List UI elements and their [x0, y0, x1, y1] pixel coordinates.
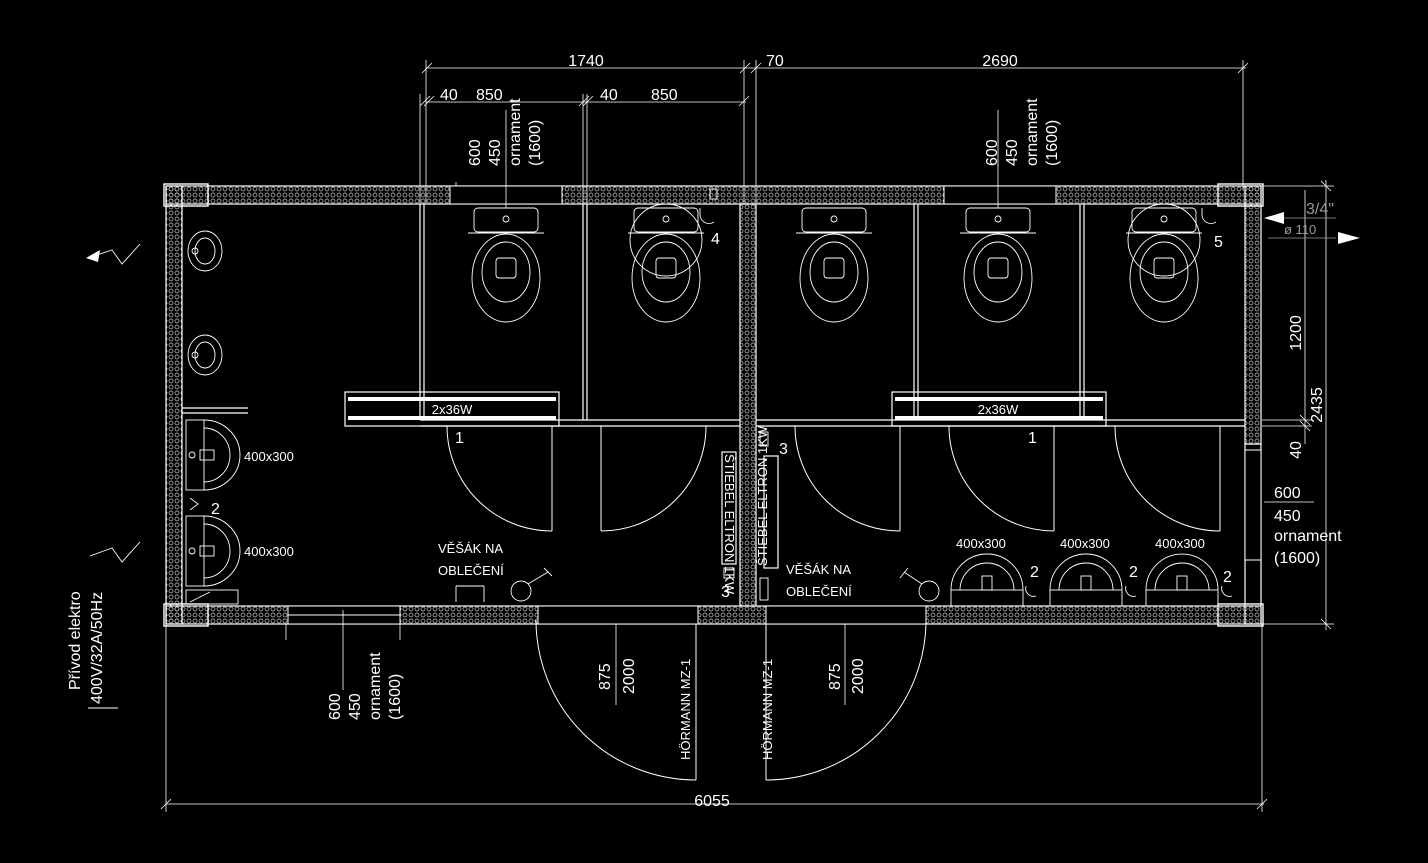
heater-label-2: ŠTIEBEL ELTRON 1KW	[755, 425, 770, 566]
door-label-1: 875 2000 HÖRMANN MZ-1	[597, 658, 693, 760]
dim-top-right-total: 2690	[982, 53, 1018, 70]
light-label-2: 2x36W	[978, 402, 1019, 417]
dim-cubicle-depth: 1200	[1288, 315, 1305, 351]
heater-tag-1: 3	[721, 584, 730, 601]
hanger-label-1b: OBLEČENÍ	[438, 563, 504, 578]
svg-text:875: 875	[597, 663, 614, 690]
sink-tag-bottom-1: 2	[1030, 564, 1039, 581]
water-drain-label: ø 110	[1284, 222, 1316, 237]
svg-text:600: 600	[327, 693, 344, 720]
sink-tag-left: 2	[211, 501, 220, 518]
cubicle-doors	[446, 425, 1221, 532]
hanger-label-2b: OBLEČENÍ	[786, 584, 852, 599]
svg-text:875: 875	[827, 663, 844, 690]
entrance-doors	[535, 619, 927, 781]
svg-text:(1600): (1600)	[387, 674, 404, 720]
svg-text:ornament: ornament	[1274, 528, 1342, 545]
hydrant-tag-4: 4	[711, 231, 720, 248]
hook-icon	[1201, 208, 1217, 224]
hanger-label-1a: VĚŠÁK NA	[438, 541, 503, 556]
window-label-4: 600 450 ornament (1600)	[1274, 485, 1342, 567]
toilet-1	[468, 207, 544, 323]
sink-bottom-2	[1049, 553, 1123, 607]
sink-size-bottom-2: 400x300	[1060, 536, 1110, 551]
toilet-5	[1126, 203, 1202, 323]
svg-text:450: 450	[347, 693, 364, 720]
sink-tag-bottom-2: 2	[1129, 564, 1138, 581]
hanger-1	[455, 567, 553, 602]
light-tag-2: 1	[1028, 430, 1037, 447]
svg-text:ornament: ornament	[1024, 98, 1041, 166]
dim-overall-width: 6055	[694, 793, 730, 810]
dim-wall-b: 40	[600, 87, 618, 104]
water-inlet-label: 3/4"	[1306, 201, 1334, 218]
water-connections	[1264, 212, 1360, 244]
svg-text:600: 600	[984, 139, 1001, 166]
svg-text:450: 450	[487, 139, 504, 166]
arrow-right-icon	[1338, 232, 1360, 244]
dim-overall-depth: 2435	[1309, 387, 1326, 423]
svg-text:2000: 2000	[621, 658, 638, 694]
heater-label-1: ŠTIEBEL ELTRON 1KW	[722, 454, 737, 595]
light-label-1: 2x36W	[432, 402, 473, 417]
window-label-1: 600 450 ornament (1600)	[467, 98, 544, 166]
toilet-2	[628, 203, 704, 323]
svg-text:HÖRMANN MZ-1: HÖRMANN MZ-1	[678, 659, 693, 760]
dim-partition: 40	[1288, 441, 1305, 459]
power-supply	[86, 243, 141, 709]
sink-size-left-1: 400x300	[244, 449, 294, 464]
hanger-label-2a: VĚŠÁK NA	[786, 562, 851, 577]
dim-wall-a: 40	[440, 87, 458, 104]
svg-text:HÖRMANN MZ-1: HÖRMANN MZ-1	[760, 659, 775, 760]
svg-text:ornament: ornament	[507, 98, 524, 166]
sink-size-left-2: 400x300	[244, 544, 294, 559]
svg-text:2000: 2000	[850, 658, 867, 694]
svg-text:600: 600	[1274, 485, 1301, 502]
svg-text:600: 600	[467, 139, 484, 166]
water-heater-1	[721, 451, 737, 565]
hydrant-tag-5: 5	[1214, 234, 1223, 251]
light-fixture-1	[344, 391, 560, 427]
svg-text:450: 450	[1274, 508, 1301, 525]
sink-size-bottom-3: 400x300	[1155, 536, 1205, 551]
svg-text:(1600): (1600)	[1274, 550, 1320, 567]
urinal-1	[187, 230, 223, 272]
sink-bottom-3	[1145, 553, 1219, 607]
arrow-left-icon	[1264, 212, 1284, 224]
sink-left-1	[185, 419, 241, 491]
power-spec: 400V/32A/50Hz	[89, 592, 106, 704]
dimension-lines	[160, 60, 1334, 812]
hook-icon	[699, 208, 715, 224]
sink-tag-bottom-3: 2	[1223, 569, 1232, 586]
dim-top-left-total: 1740	[568, 53, 604, 70]
sink-size-bottom-1: 400x300	[956, 536, 1006, 551]
door-label-2: HÖRMANN MZ-1 875 2000	[760, 658, 867, 760]
window-label-2: 600 450 ornament (1600)	[984, 98, 1061, 166]
light-fixture-2	[891, 391, 1107, 427]
urinal-2	[187, 334, 223, 376]
svg-text:(1600): (1600)	[527, 120, 544, 166]
dim-cubicle-a: 850	[476, 87, 503, 104]
sink-left-2	[185, 515, 241, 587]
window-label-3: 600 450 ornament (1600)	[327, 652, 404, 720]
svg-text:450: 450	[1004, 139, 1021, 166]
power-title: Přívod elektro	[67, 591, 84, 690]
heater-tag-2: 3	[779, 441, 788, 458]
svg-text:ornament: ornament	[367, 652, 384, 720]
dim-top-gap: 70	[766, 53, 784, 70]
water-heater-2	[763, 455, 779, 569]
dim-cubicle-b: 850	[651, 87, 678, 104]
lightning-arrow-icon	[86, 250, 100, 262]
svg-text:(1600): (1600)	[1044, 120, 1061, 166]
exterior-walls	[163, 183, 1264, 627]
hanger-2	[899, 567, 940, 602]
sink-bottom-1	[950, 553, 1024, 607]
toilet-4	[960, 207, 1036, 323]
toilet-3	[796, 207, 872, 323]
light-tag-1: 1	[455, 430, 464, 447]
